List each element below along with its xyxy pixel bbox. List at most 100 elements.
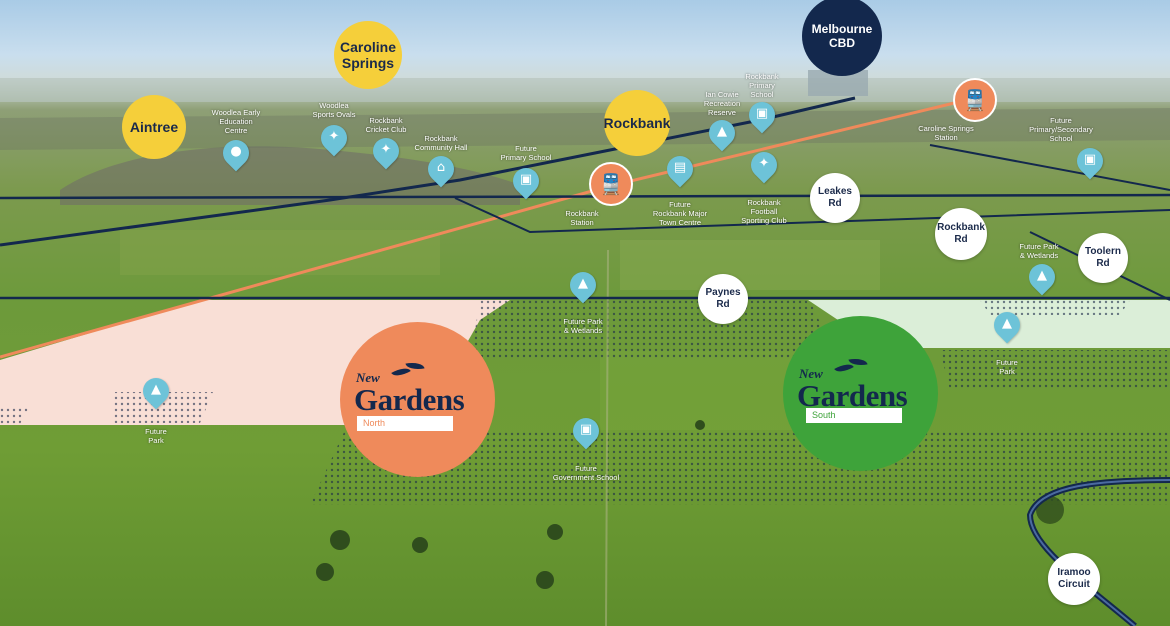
road-badge-iramoo[interactable]: Iramoo Circuit <box>1048 553 1100 605</box>
road-badge-toolern[interactable]: Toolern Rd <box>1078 233 1128 283</box>
place-aintree[interactable]: Aintree <box>122 95 186 159</box>
poi-future-park-west[interactable]: ▲ <box>137 372 175 412</box>
station-caroline-springs-label: Caroline Springs Station <box>891 124 1001 142</box>
road-badge-paynes-label: Paynes Rd <box>705 287 740 311</box>
tree-clump <box>1036 496 1064 524</box>
poi-future-park-wetlands-east-label: Future Park & Wetlands <box>984 242 1094 260</box>
poi-future-park-wetlands-mid[interactable]: ▲ <box>564 266 602 306</box>
road-badge-leakes-line2: Rd <box>828 198 842 209</box>
estate-new-gardens-north[interactable]: New Gardens North <box>340 322 495 477</box>
station-rockbank-label: Rockbank Station <box>527 209 637 227</box>
poi-future-primary[interactable]: ▣ <box>507 162 545 202</box>
poi-rockbank-major-line1: Future <box>669 200 691 209</box>
poi-woodlea-ovals-line2: Sports Ovals <box>312 110 356 119</box>
poi-future-park-west-label: Future Park <box>101 427 211 445</box>
poi-rockbank-primary-label: Rockbank Primary School <box>707 72 817 99</box>
poi-ian-cowie-line3: Reserve <box>708 108 736 117</box>
poi-future-primary-secondary-label: Future Primary/Secondary School <box>1006 116 1116 143</box>
poi-future-park-wetlands-mid-line2: & Wetlands <box>563 326 603 335</box>
train-icon: 🚆 <box>598 172 624 196</box>
field-patch <box>120 230 440 275</box>
dotted-development-area <box>112 392 213 423</box>
estate-new-gardens-south[interactable]: New Gardens South <box>783 316 938 471</box>
sports-icon: ✦ <box>758 156 770 171</box>
poi-future-park-west-line1: Future <box>145 427 167 436</box>
tree-clump <box>412 537 428 553</box>
road-badge-toolern-line1: Toolern <box>1085 246 1121 257</box>
poi-rockbank-major[interactable]: ▤ <box>661 150 699 190</box>
poi-rockbank-primary-line2: Primary <box>749 81 775 90</box>
dotted-development-area <box>0 406 30 424</box>
tree-clump <box>695 420 705 430</box>
poi-future-park-wetlands-east-line1: Future Park <box>1019 242 1059 251</box>
poi-rockbank-hall[interactable]: ⌂ <box>422 150 460 190</box>
poi-future-government-school-label: Future Government School <box>531 464 641 482</box>
poi-ian-cowie-line1: Ian Cowie <box>705 90 739 99</box>
poi-woodlea-early[interactable]: ● <box>217 134 255 174</box>
poi-future-park-east-line1: Future <box>996 358 1018 367</box>
road-badge-rockbank[interactable]: Rockbank Rd <box>935 208 987 260</box>
poi-rockbank-primary[interactable]: ▣ <box>743 96 781 136</box>
poi-future-government-school-line1: Future <box>575 464 597 473</box>
place-caroline-springs[interactable]: Caroline Springs <box>334 21 402 89</box>
road-badge-rockbank-label: Rockbank Rd <box>937 222 985 246</box>
poi-future-primary-secondary-line2: Primary/Secondary <box>1029 125 1093 134</box>
place-melbourne-cbd-line2: CBD <box>828 36 855 50</box>
school-icon: ▣ <box>519 172 533 187</box>
poi-woodlea-early-line1: Woodlea Early <box>211 108 261 117</box>
tree-icon: ▲ <box>151 382 161 397</box>
station-caroline-springs[interactable]: 🚆 <box>953 78 997 122</box>
dotted-development-area <box>470 300 830 360</box>
poi-future-government-school[interactable]: ▣ <box>567 412 605 452</box>
place-melbourne-cbd-label: Melbourne CBD <box>812 22 873 50</box>
poi-future-park-wetlands-mid-line1: Future Park <box>563 317 603 326</box>
estate-south-prefix: New <box>799 366 823 381</box>
poi-future-primary-secondary[interactable]: ▣ <box>1071 142 1109 182</box>
estate-north-brand: Gardens <box>354 382 465 417</box>
poi-ian-cowie[interactable]: ▲ <box>703 114 741 154</box>
poi-future-park-east-line2: Park <box>999 367 1015 376</box>
poi-rockbank-football[interactable]: ✦ <box>745 146 783 186</box>
place-rockbank-label: Rockbank <box>603 115 671 131</box>
poi-rockbank-hall-line1: Rockbank <box>424 134 458 143</box>
dotted-development-area <box>310 430 1170 505</box>
poi-rockbank-cricket-label: Rockbank Cricket Club <box>331 116 441 134</box>
suburb-area-north <box>0 108 1170 150</box>
place-melbourne-cbd[interactable]: Melbourne CBD <box>802 0 882 76</box>
tree-icon: ▲ <box>1037 268 1047 283</box>
poi-rockbank-cricket-line2: Cricket Club <box>365 125 407 134</box>
road-upper-east-west <box>0 193 1170 200</box>
road-badge-iramoo-line1: Iramoo <box>1057 567 1091 578</box>
poi-woodlea-ovals[interactable]: ✦ <box>315 119 353 159</box>
road-badge-rockbank-line1: Rockbank <box>937 222 985 233</box>
place-aintree-label: Aintree <box>129 119 179 135</box>
poi-rockbank-cricket[interactable]: ✦ <box>367 132 405 172</box>
poi-future-park-wetlands-mid-label: Future Park & Wetlands <box>528 317 638 335</box>
poi-rockbank-football-line3: Sporting Club <box>741 216 787 225</box>
tree-icon: ▲ <box>578 276 588 291</box>
station-rockbank[interactable]: 🚆 <box>589 162 633 206</box>
road-badge-leakes-label: Leakes Rd <box>818 186 852 210</box>
place-rockbank[interactable]: Rockbank <box>604 90 670 156</box>
road-badge-toolern-label: Toolern Rd <box>1085 246 1121 270</box>
place-caroline-springs-label: Caroline Springs <box>340 39 396 71</box>
poi-future-park-east[interactable]: ▲ <box>988 306 1026 346</box>
poi-future-park-wetlands-east-line2: & Wetlands <box>1019 251 1059 260</box>
poi-future-park-wetlands-east[interactable]: ▲ <box>1023 258 1061 298</box>
poi-rockbank-hall-label: Rockbank Community Hall <box>386 134 496 152</box>
road-badge-paynes[interactable]: Paynes Rd <box>698 274 748 324</box>
school-icon: ▣ <box>579 422 593 437</box>
poi-future-primary-line1: Future <box>515 144 537 153</box>
road-badge-iramoo-line2: Circuit <box>1058 579 1090 590</box>
station-caroline-springs-line1: Caroline Springs <box>918 124 974 133</box>
poi-woodlea-early-label: Woodlea Early Education Centre <box>181 108 291 135</box>
train-icon: 🚆 <box>962 88 988 112</box>
shopping-icon: ▤ <box>673 160 687 175</box>
road-badge-rockbank-line2: Rd <box>954 234 968 245</box>
poi-rockbank-primary-line3: School <box>750 90 774 99</box>
road-badge-leakes[interactable]: Leakes Rd <box>810 173 860 223</box>
sports-icon: ✦ <box>328 129 340 144</box>
road-badge-paynes-line2: Rd <box>716 299 730 310</box>
road-badge-iramoo-label: Iramoo Circuit <box>1057 567 1090 591</box>
